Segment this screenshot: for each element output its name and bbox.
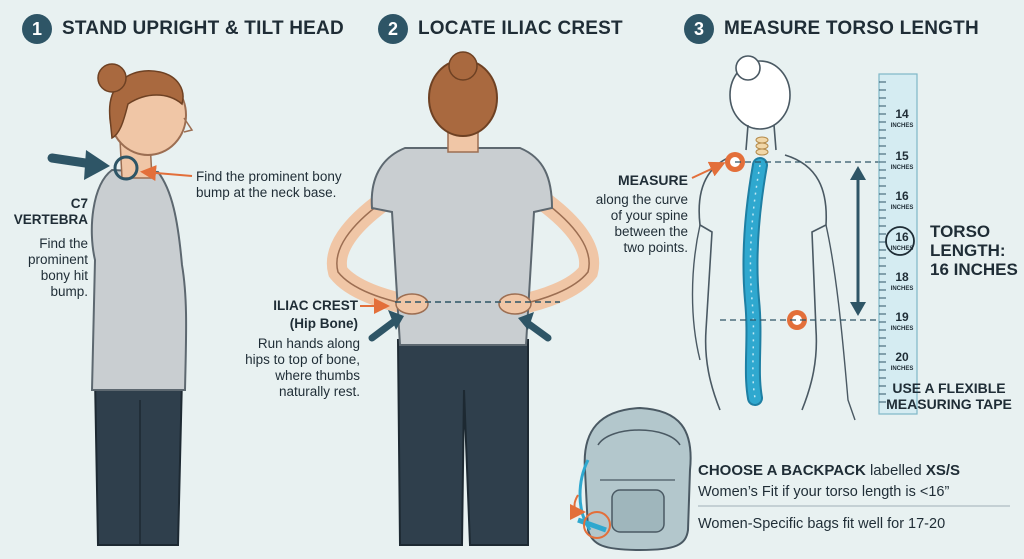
iliac-label-desc: Run hands along hips to top of bone, whe… [245, 336, 360, 399]
side-profile-figure [47, 63, 194, 546]
step-2-title: LOCATE ILIAC CREST [418, 18, 623, 39]
step-3-badge: 3 [684, 14, 714, 44]
tape-unit: INCHES [891, 165, 914, 171]
tape-number: 15 [895, 149, 909, 163]
step-3-header: 3 MEASURE TORSO LENGTH [684, 14, 979, 44]
tape-unit: INCHES [891, 286, 914, 292]
backpack-line-2: Women-Specific bags fit well for 17-20 [698, 516, 946, 532]
step-1-title: STAND UPRIGHT & TILT HEAD [62, 18, 344, 39]
torso-length-value: 16 INCHES [930, 260, 1018, 279]
tape-number: 19 [895, 310, 909, 324]
step-1-badge: 1 [22, 14, 52, 44]
iliac-label-subtitle: (Hip Bone) [289, 316, 358, 331]
measure-desc: along the curve of your spine between th… [595, 192, 688, 255]
backpack-illustration [569, 406, 692, 552]
torso-length-label: TORSO LENGTH: [930, 222, 1006, 260]
tape-unit: INCHES [891, 366, 914, 372]
tape-unit: INCHES [891, 246, 914, 252]
back-view-figure [326, 51, 600, 546]
step-3-title: MEASURE TORSO LENGTH [724, 18, 979, 39]
cervical-vertebrae [755, 136, 769, 156]
tape-note: USE A FLEXIBLE MEASURING TAPE [886, 380, 1012, 412]
step-2-header: 2 LOCATE ILIAC CREST [378, 14, 623, 44]
c7-label-desc: Find the prominent bony hit bump. [27, 236, 88, 299]
backpack-heading-size: XS/S [925, 462, 961, 479]
measuring-tape: 14INCHES15INCHES16INCHES16INCHES18INCHES… [878, 73, 918, 415]
backpack-heading-bold: CHOOSE A BACKPACK [698, 462, 866, 479]
iliac-label-title: ILIAC CREST [273, 298, 358, 313]
measure-title: MEASURE [617, 172, 688, 188]
tape-unit: INCHES [891, 205, 914, 211]
tape-number: 18 [895, 270, 909, 284]
tape-number: 14 [895, 107, 909, 121]
tape-number: 16 [895, 230, 909, 244]
tape-number: 20 [895, 350, 909, 364]
step-2-badge: 2 [378, 14, 408, 44]
tape-unit: INCHES [891, 326, 914, 332]
backpack-heading: CHOOSE A BACKPACK labelled XS/S [698, 463, 1018, 479]
c7-callout-text: Find the prominent bony bump at the neck… [196, 169, 342, 200]
backpack-heading-plain: labelled [869, 462, 922, 479]
tape-unit: INCHES [891, 123, 914, 129]
torso-outline-figure [691, 55, 880, 421]
backpack-line-1: Women’s Fit if your torso length is <16” [698, 484, 950, 500]
step-1-header: 1 STAND UPRIGHT & TILT HEAD [22, 14, 344, 44]
tape-number: 16 [895, 189, 909, 203]
c7-label-title: C7 VERTEBRA [13, 196, 88, 227]
